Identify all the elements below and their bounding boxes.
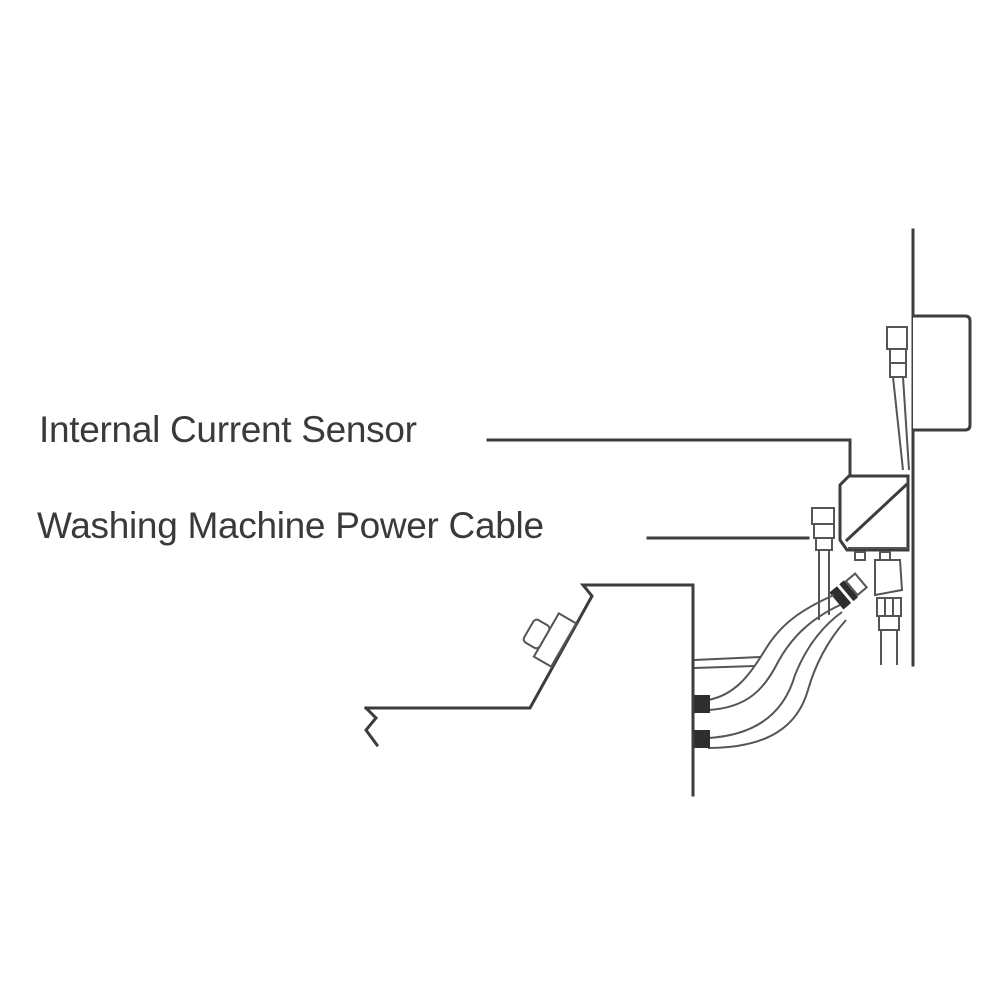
leader-line-sensor: [486, 438, 852, 477]
label-washing-machine-power-cable: Washing Machine Power Cable: [37, 505, 544, 546]
wall-outlet-box: [911, 314, 972, 432]
washing-machine-control-panel: [522, 611, 578, 669]
power-plug: [886, 326, 910, 471]
water-hoses: [693, 594, 847, 749]
washing-machine-body: [363, 583, 695, 797]
water-valve-connector: [829, 559, 904, 665]
label-internal-current-sensor: Internal Current Sensor: [39, 409, 417, 450]
internal-current-sensor-box: [811, 474, 910, 620]
